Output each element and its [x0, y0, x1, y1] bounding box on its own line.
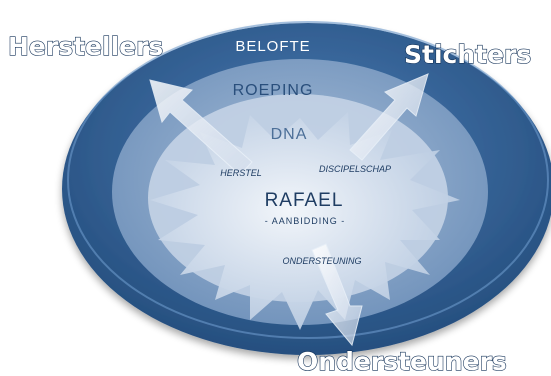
label-ondersteuning: ONDERSTEUNING	[282, 256, 361, 266]
outer-ring-highlight	[67, 21, 549, 339]
label-discipelschap: DISCIPELSCHAP	[319, 164, 391, 174]
center-title-rafael: RAFAEL	[265, 190, 344, 211]
arrow-herstellers	[149, 79, 253, 176]
center-subtitle-aanbidding: - AANBIDDING -	[265, 216, 346, 226]
label-belofte: BELOFTE	[235, 38, 310, 55]
arrow-stichters	[349, 73, 429, 161]
label-dna: DNA	[271, 126, 308, 143]
word-ondersteuners: Ondersteuners	[297, 347, 507, 376]
label-herstel: HERSTEL	[220, 168, 262, 178]
label-roeping: ROEPING	[233, 82, 314, 99]
word-stichters: Stichters	[404, 40, 531, 69]
core-starburst	[150, 112, 460, 330]
arrow-ondersteuners	[311, 243, 363, 347]
word-herstellers: Herstellers	[8, 32, 163, 61]
